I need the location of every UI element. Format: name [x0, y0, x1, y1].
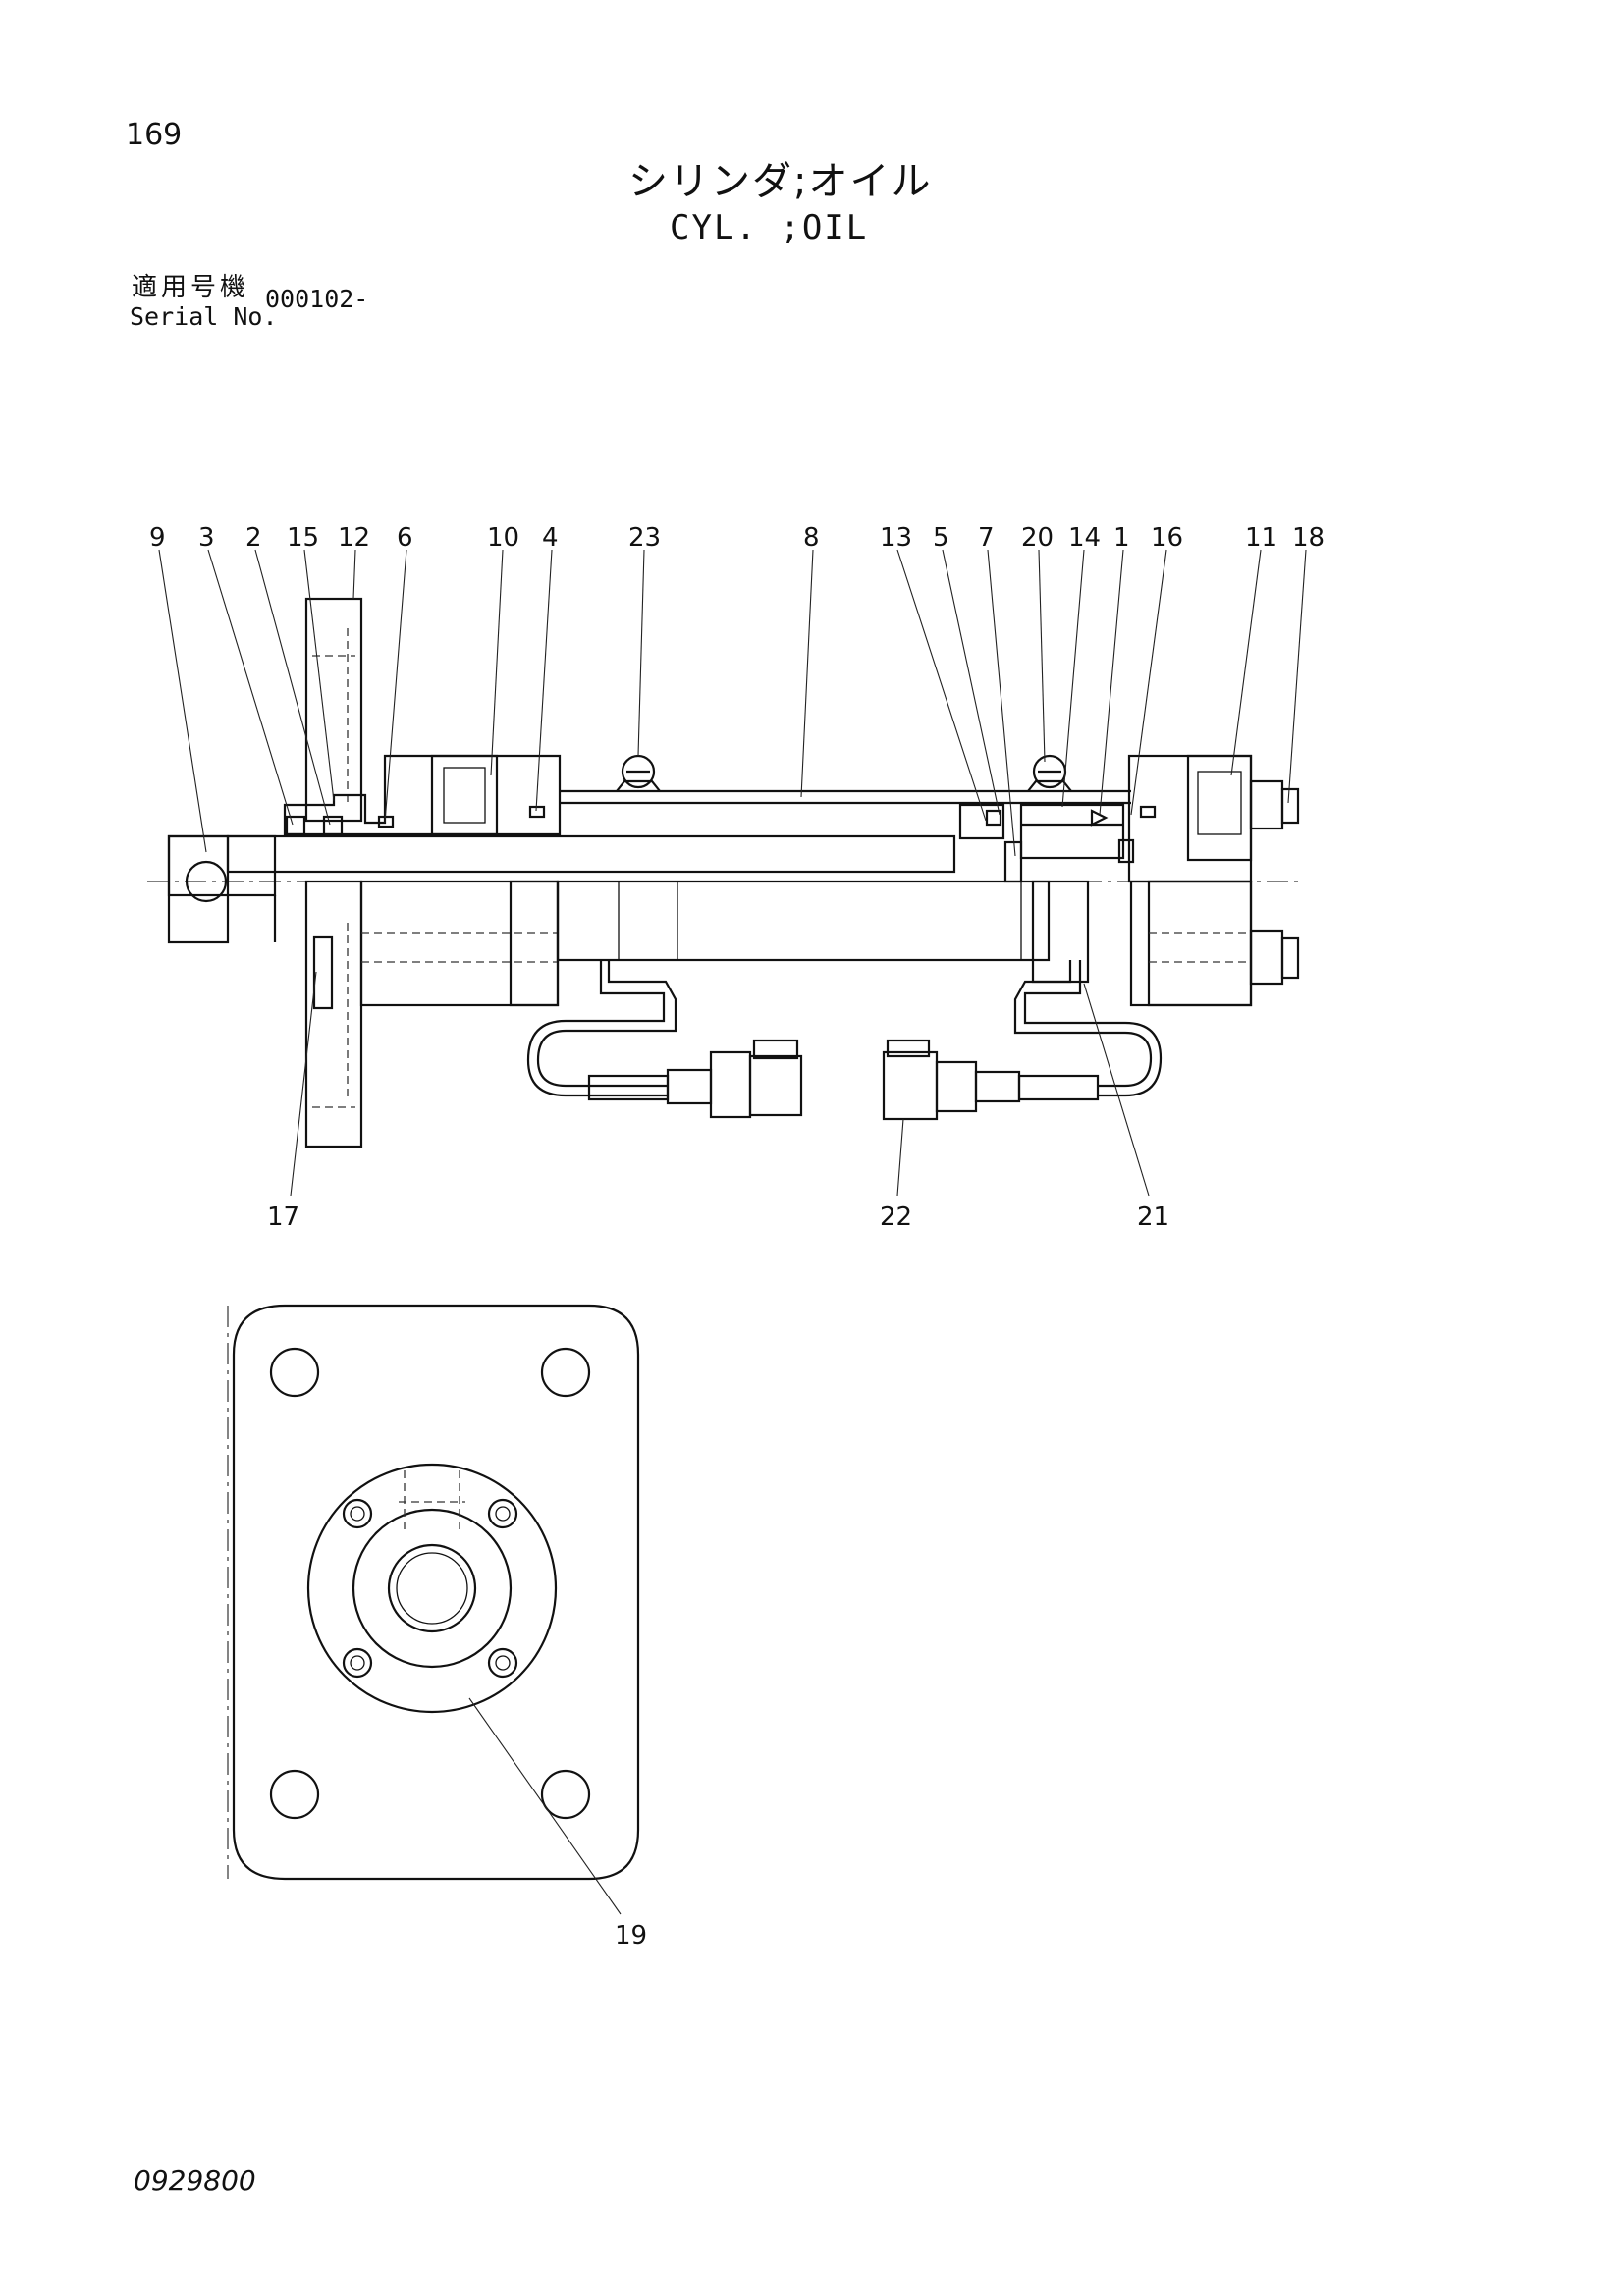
callout-8: 8: [803, 523, 820, 553]
title-english: CYL. ;OIL: [670, 208, 869, 247]
callout-19: 19: [615, 1921, 647, 1950]
callout-10: 10: [487, 523, 519, 553]
callout-15: 15: [287, 523, 319, 553]
callout-2: 2: [245, 523, 262, 553]
callout-11: 11: [1245, 523, 1277, 553]
callout-3: 3: [198, 523, 215, 553]
cylinder-side-view: [147, 597, 1301, 1148]
callout-4: 4: [542, 523, 559, 553]
callout-9: 9: [149, 523, 166, 553]
callout-22: 22: [880, 1202, 912, 1232]
callout-21: 21: [1137, 1202, 1169, 1232]
callout-6: 6: [397, 523, 413, 553]
callout-12: 12: [338, 523, 370, 553]
serial-number-value: 000102-: [265, 285, 369, 313]
callout-5: 5: [933, 523, 949, 553]
callout-7: 7: [978, 523, 995, 553]
callout-17: 17: [267, 1202, 299, 1232]
callout-1: 1: [1113, 523, 1130, 553]
serial-label-english: Serial No.: [130, 302, 278, 331]
document-number: 0929800: [134, 2164, 256, 2197]
callout-16: 16: [1151, 523, 1183, 553]
callout-20: 20: [1021, 523, 1054, 553]
callout-23: 23: [628, 523, 661, 553]
callout-18: 18: [1292, 523, 1325, 553]
callout-numbers: 9 3 2 15 12 6 10 4 23 8 13 5 7 20 14 1 1…: [149, 523, 1325, 1950]
serial-label-japanese: 適用号機: [132, 273, 250, 302]
leader-lines: [158, 549, 1307, 1915]
flange-end-view: [227, 1304, 640, 1881]
title-japanese: シリンダ;オイル: [628, 159, 933, 204]
callout-14: 14: [1068, 523, 1101, 553]
callout-13: 13: [880, 523, 912, 553]
page-number: 169: [126, 118, 183, 152]
